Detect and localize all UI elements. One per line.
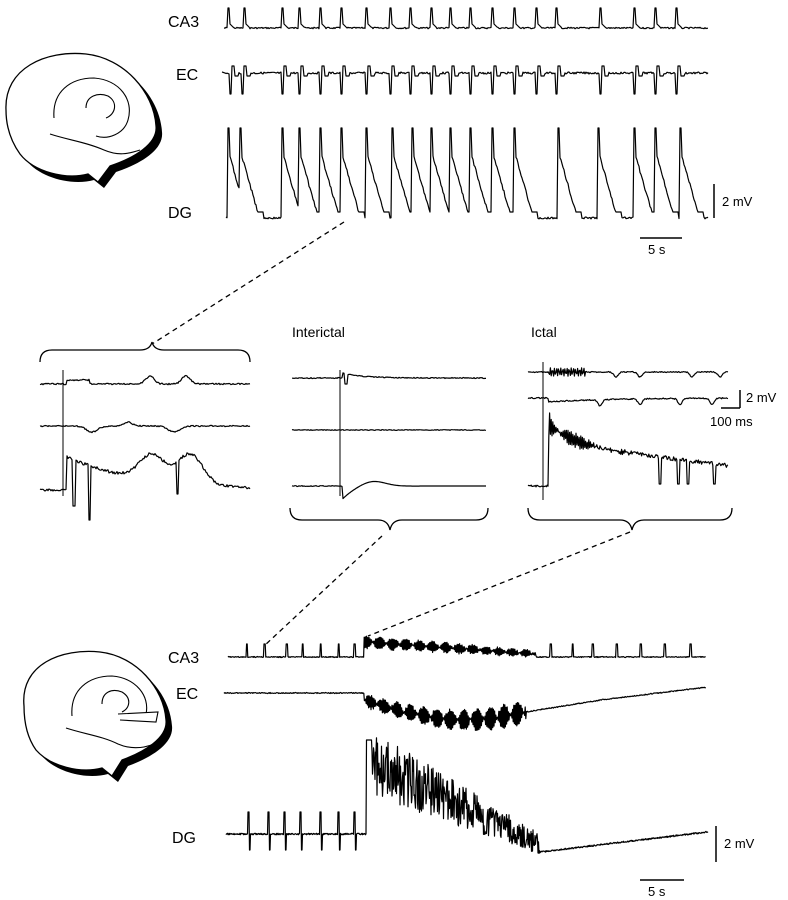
- ictal-brace: [527, 507, 733, 531]
- left-expanded-ca3-trace: [39, 374, 251, 386]
- middle-scale-time-label: 100 ms: [710, 414, 753, 429]
- middle-scale-voltage-label: 2 mV: [746, 390, 777, 405]
- left-expanded-dg-trace: [39, 452, 251, 521]
- top-ca3-trace: [223, 7, 709, 30]
- bottom-ca3-trace: [227, 635, 706, 659]
- top-slice-hippocampus-outer: [53, 77, 130, 138]
- middle-scale-bar: 2 mV 100 ms: [710, 390, 777, 429]
- top-ec-trace: [221, 65, 709, 95]
- top-scale-bar: 2 mV 5 s: [640, 184, 753, 257]
- top-scale-voltage-label: 2 mV: [722, 194, 753, 209]
- bottom-ec-label: EC: [176, 686, 198, 703]
- top-ec-label: EC: [176, 67, 198, 84]
- bottom-scale-voltage-label: 2 mV: [724, 836, 755, 851]
- interictal-to-bottom-dashed-connector: [263, 535, 383, 647]
- interictal-brace: [289, 507, 489, 531]
- bottom-scale-time-label: 5 s: [648, 884, 666, 899]
- left-expanded-ec-trace: [39, 421, 251, 434]
- top-slice-fissure: [49, 133, 141, 155]
- interictal-dg-trace: [291, 480, 486, 500]
- top-to-left-dashed-connector: [151, 221, 345, 345]
- left-expansion-brace: [39, 341, 251, 363]
- bottom-scale-bar: 2 mV 5 s: [640, 826, 755, 899]
- top-slice-hippocampus-inner: [85, 93, 116, 119]
- ictal-to-bottom-dashed-connector: [367, 531, 631, 637]
- bottom-slice-outline: [23, 650, 167, 777]
- bottom-slice-fissure: [65, 727, 155, 749]
- bottom-slice-illustration: [23, 650, 173, 782]
- top-dg-label: DG: [168, 205, 192, 222]
- bottom-slice-hippocampus-outer: [71, 675, 148, 717]
- top-slice-illustration: [5, 52, 163, 188]
- top-dg-trace: [225, 127, 709, 220]
- interictal-ec-trace: [291, 429, 487, 431]
- ictal-ec-trace: [527, 396, 729, 407]
- ictal-dg-trace: [527, 412, 729, 488]
- bottom-ca3-label: CA3: [168, 650, 199, 667]
- bottom-slice-hippocampus-inner: [101, 689, 130, 713]
- ictal-ca3-trace: [527, 367, 729, 378]
- bottom-ec-trace: [223, 686, 706, 731]
- bottom-dg-trace: [225, 737, 709, 854]
- top-ca3-label: CA3: [168, 14, 199, 31]
- bottom-dg-label: DG: [172, 830, 196, 847]
- interictal-title: Interictal: [292, 324, 345, 340]
- top-scale-time-label: 5 s: [648, 242, 666, 257]
- top-slice-outline: [5, 52, 157, 183]
- interictal-ca3-trace: [292, 372, 486, 385]
- ictal-title: Ictal: [531, 324, 557, 340]
- bottom-slice-cut: [117, 711, 159, 723]
